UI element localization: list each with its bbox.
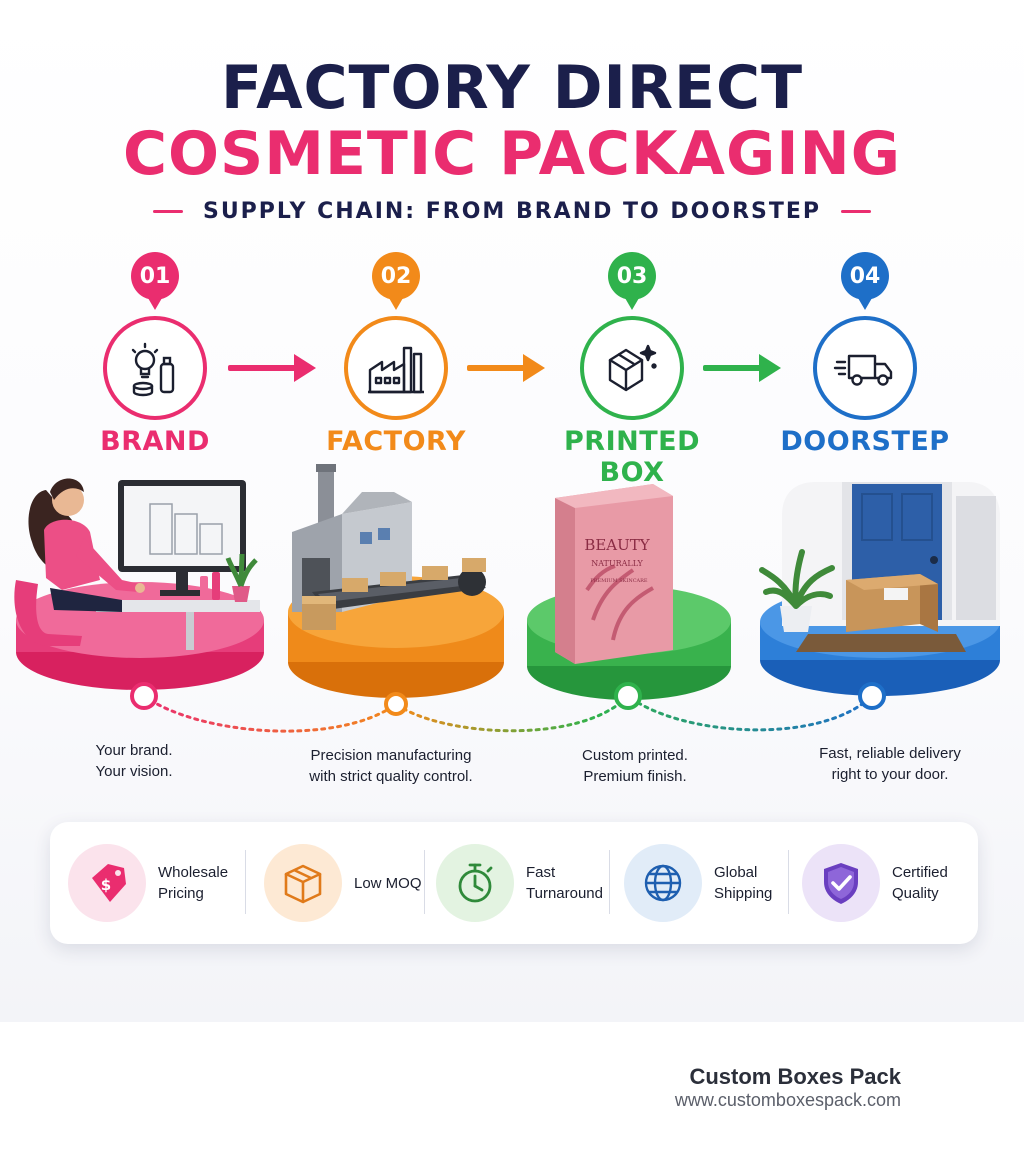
box-print-line1: BEAUTY — [584, 536, 650, 554]
benefit-wholesale-pricing: $ Wholesale Pricing — [68, 836, 228, 930]
stopwatch-icon — [458, 863, 493, 903]
step-number-badge: 03 — [608, 252, 656, 310]
step-brand: 01 BRAND — [55, 248, 255, 468]
step-icon-ring — [344, 316, 448, 420]
title-line-1: FACTORY DIRECT — [220, 53, 804, 123]
caption-line: right to your door. — [831, 766, 949, 783]
caption-line: with strict quality control. — [309, 768, 473, 785]
caption-line: Custom printed. — [582, 747, 688, 764]
progress-path — [130, 682, 886, 733]
benefit-low-moq: Low MOQ — [264, 836, 422, 930]
factory-illustration — [288, 464, 504, 698]
benefit-label: Certified Quality — [892, 864, 948, 902]
step-number-badge: 04 — [841, 252, 889, 310]
node-doorstep — [858, 682, 886, 710]
globe-icon — [644, 864, 682, 902]
footer-band — [0, 1022, 1024, 1154]
step-icon-ring — [103, 316, 207, 420]
shield-check-icon — [824, 863, 858, 904]
delivery-truck-icon — [833, 354, 893, 386]
brand-designer-illustration — [14, 478, 264, 690]
printed-box-illustration: BEAUTY NATURALLY PREMIUM SKINCARE — [527, 484, 731, 700]
price-tag-icon: $ — [92, 864, 126, 902]
subtitle-left-rule — [152, 209, 183, 213]
step-label: DOORSTEP — [780, 426, 950, 457]
subtitle: SUPPLY CHAIN: FROM BRAND TO DOORSTEP — [202, 198, 822, 224]
doorstep-illustration — [759, 482, 1000, 696]
box-icon — [284, 864, 322, 904]
caption-line: Precision manufacturing — [310, 747, 472, 764]
arrow-right-icon — [228, 354, 316, 382]
caption-brand: Your brand. Your vision. — [54, 740, 214, 782]
subtitle-right-rule — [841, 209, 872, 213]
step-number-badge: 01 — [131, 252, 179, 310]
step-number-badge: 02 — [372, 252, 420, 310]
benefit-label: Fast Turnaround — [526, 864, 603, 902]
step-icon-ring — [580, 316, 684, 420]
step-factory: 02 FACTORY — [296, 248, 496, 468]
divider — [609, 850, 610, 914]
footer-brand-name: Custom Boxes Pack — [689, 1064, 901, 1089]
caption-doorstep: Fast, reliable delivery right to your do… — [790, 743, 990, 785]
benefit-fast-turnaround: Fast Turnaround — [436, 836, 603, 930]
benefit-label: Low MOQ — [354, 874, 422, 892]
step-icon-ring — [813, 316, 917, 420]
caption-factory: Precision manufacturing with strict qual… — [281, 745, 501, 787]
node-brand — [130, 682, 158, 710]
subtitle-row: SUPPLY CHAIN: FROM BRAND TO DOORSTEP — [0, 196, 1024, 226]
step-printed-box: 03 PRINTED BOX — [532, 248, 732, 488]
benefit-certified-quality: Certified Quality — [802, 836, 948, 930]
box-print-line2: NATURALLY — [591, 559, 643, 568]
benefit-badge — [264, 844, 342, 922]
divider — [424, 850, 425, 914]
box-sparkle-icon — [608, 344, 657, 392]
caption-line: Your vision. — [95, 763, 173, 780]
node-printed-box — [614, 682, 642, 710]
caption-line: Premium finish. — [583, 768, 687, 785]
step-label: PRINTED BOX — [564, 426, 700, 488]
caption-printed-box: Custom printed. Premium finish. — [545, 745, 725, 787]
divider — [245, 850, 246, 914]
arrow-right-icon — [467, 354, 545, 382]
benefit-label: Global Shipping — [714, 864, 773, 902]
benefit-badge — [436, 844, 514, 922]
caption-line: Fast, reliable delivery — [819, 745, 961, 762]
factory-icon — [368, 346, 424, 394]
box-print-line3: PREMIUM SKINCARE — [590, 578, 648, 584]
step-label: BRAND — [100, 426, 210, 457]
footer-url[interactable]: www.customboxespack.com — [674, 1090, 901, 1110]
benefit-label: Wholesale Pricing — [158, 864, 229, 902]
arrow-right-icon — [703, 354, 781, 382]
benefit-global-shipping: Global Shipping — [624, 836, 772, 930]
node-factory — [384, 692, 408, 716]
benefit-badge — [624, 844, 702, 922]
benefit-badge: $ — [68, 844, 146, 922]
step-label: FACTORY — [326, 426, 466, 457]
divider — [788, 850, 789, 914]
benefit-badge — [802, 844, 880, 922]
title-line-2: COSMETIC PACKAGING — [122, 119, 902, 189]
step-doorstep: 04 DOORSTEP — [765, 248, 965, 468]
lightbulb-bottle-icon — [131, 342, 175, 397]
svg-text:$: $ — [101, 876, 111, 894]
caption-line: Your brand. — [95, 742, 173, 759]
benefits-bar: $ Wholesale Pricing Low MOQ Fast Turnaro… — [50, 822, 978, 944]
